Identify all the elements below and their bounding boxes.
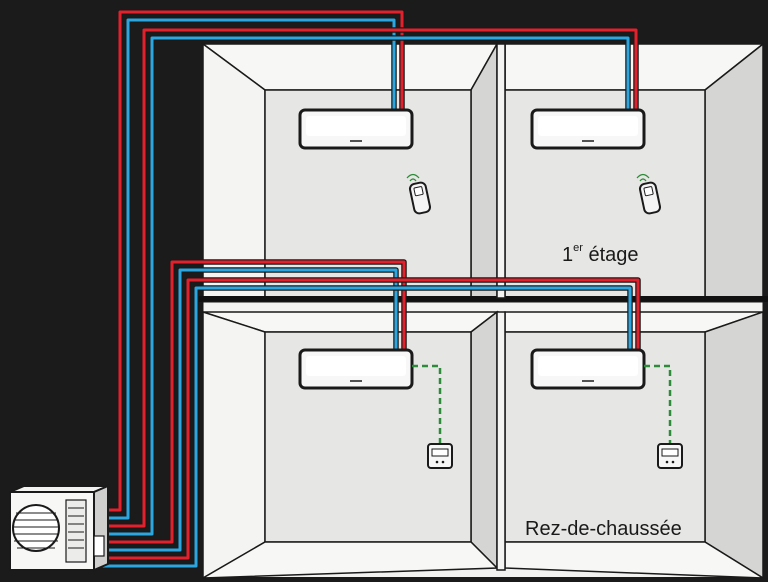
indoor-unit-lower-right: [530, 348, 646, 390]
first-floor-number: 1: [562, 244, 574, 266]
indoor-unit-upper-right: [530, 108, 646, 150]
remote-control-icon: [406, 173, 432, 215]
indoor-unit-lower-left: [298, 348, 414, 390]
ground-floor-label: Rez-de-chaussée: [525, 518, 682, 540]
right-wall: [470, 310, 498, 570]
refrigerant-pipes: [97, 9, 641, 569]
left-wall: [202, 310, 266, 580]
first-floor-superscript: er: [573, 242, 583, 255]
wall-thermostat-icon: [427, 443, 453, 469]
first-floor-label: 1er étage: [562, 242, 639, 267]
right-wall: [470, 41, 498, 299]
right-wall: [704, 310, 764, 580]
pipe-pair-lower-right: [97, 277, 641, 569]
divider-wall-lower: [496, 311, 506, 571]
remote-control-icon: [636, 173, 662, 215]
pipe-pair-upper-left: [97, 9, 405, 521]
building: [196, 41, 768, 580]
pipe-pair-upper-right: [97, 27, 639, 537]
pipe-pair-lower-left: [97, 259, 407, 553]
floor-slab: [196, 296, 768, 302]
fan-grille-icon: [12, 504, 60, 552]
floor-slab-edge: [202, 301, 764, 313]
outdoor-unit: [9, 484, 109, 572]
control-wire: [412, 364, 672, 444]
indoor-unit-upper-left: [298, 108, 414, 150]
first-floor-text: étage: [588, 244, 639, 266]
divider-wall-upper: [496, 43, 506, 299]
wall-thermostat-icon: [657, 443, 683, 469]
